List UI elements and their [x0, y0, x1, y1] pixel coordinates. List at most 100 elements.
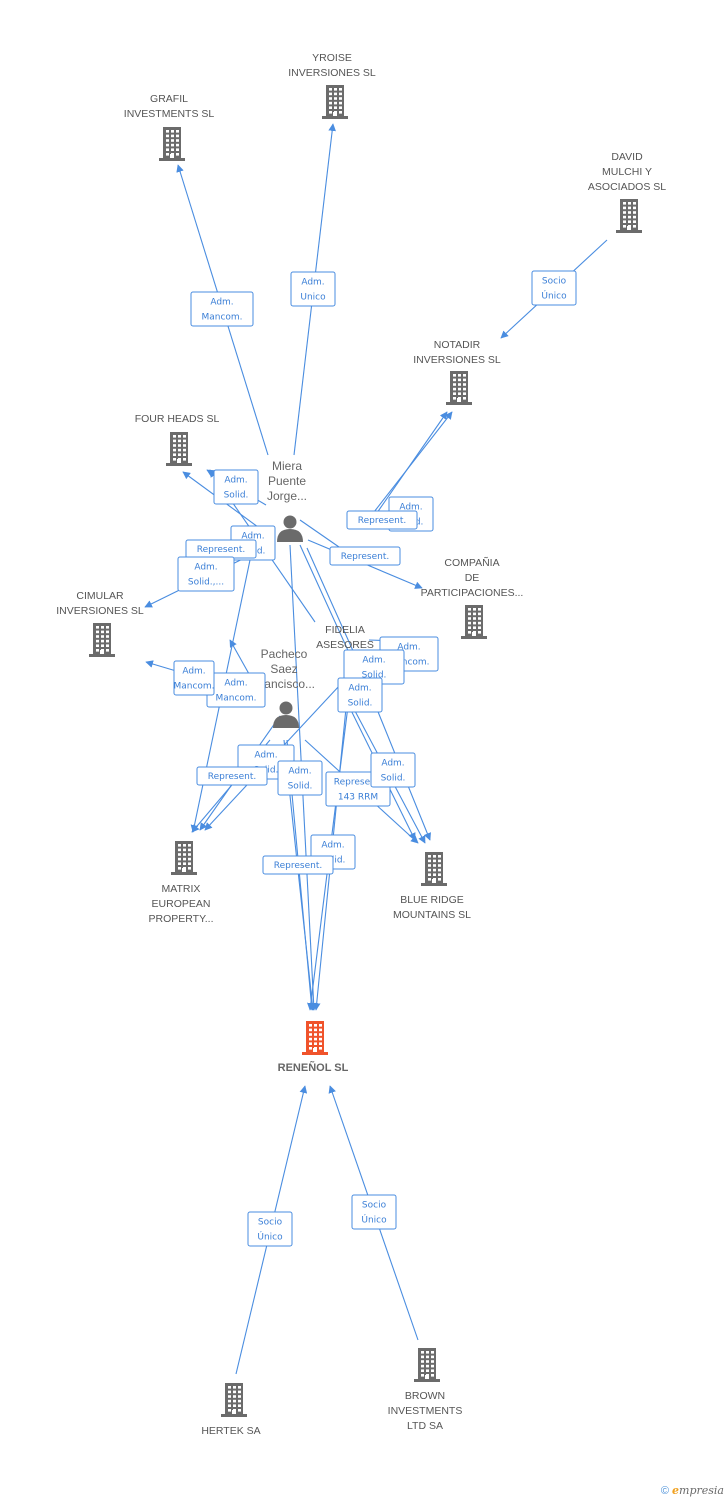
- relation-label-text: 143 RRM: [338, 793, 378, 803]
- relation-label[interactable]: Adm.Solid.: [337, 677, 383, 713]
- node-label: FOUR HEADS SL: [135, 413, 220, 425]
- relation-label-text: Mancom.: [201, 313, 242, 323]
- node-label: NOTADIR: [434, 339, 481, 351]
- node-label: PROPERTY...: [149, 913, 214, 925]
- person-icon: [273, 701, 299, 728]
- relation-label-text: Adm.: [301, 278, 324, 288]
- building-icon: [166, 432, 192, 466]
- node-grafil[interactable]: GRAFIL INVESTMENTS SL: [124, 93, 215, 161]
- node-label: PARTICIPACIONES...: [421, 587, 524, 599]
- relation-edge: [371, 411, 448, 521]
- node-label: Puente: [268, 474, 306, 488]
- brand-logo[interactable]: empresia: [672, 1484, 724, 1497]
- relation-label-text: Solid.: [288, 782, 313, 792]
- node-label: Francisco...: [253, 677, 315, 691]
- relation-label[interactable]: Adm.Solid.: [370, 752, 416, 788]
- building-icon: [322, 85, 348, 119]
- node-label: Pacheco: [261, 647, 308, 661]
- node-hertek[interactable]: HERTEK SA: [201, 1383, 261, 1437]
- relation-label-text: Socio: [258, 1218, 283, 1228]
- relation-label-text: Único: [257, 1231, 283, 1243]
- node-label: EUROPEAN: [152, 898, 211, 910]
- node-label: CIMULAR: [76, 590, 124, 602]
- node-label: ASOCIADOS SL: [588, 181, 666, 193]
- relation-label[interactable]: Adm.Mancom.: [190, 291, 254, 327]
- node-label: GRAFIL: [150, 93, 188, 105]
- relation-label-box: [351, 1194, 397, 1230]
- relation-label-text: Mancom.: [215, 694, 256, 704]
- relation-label-text: Represent.: [274, 861, 322, 871]
- relation-label[interactable]: Represent.: [329, 546, 401, 566]
- relation-label[interactable]: Adm.Solid.: [277, 760, 323, 796]
- node-compania[interactable]: COMPAÑIADEPARTICIPACIONES...: [421, 556, 524, 639]
- relation-label-box: [190, 291, 254, 327]
- node-label: INVERSIONES SL: [56, 605, 144, 617]
- node-label: MOUNTAINS SL: [393, 909, 471, 921]
- relation-label-text: Mancom.: [173, 682, 214, 692]
- building-icon: [421, 852, 447, 886]
- relation-label-box: [173, 660, 215, 696]
- relation-label-box: [370, 752, 416, 788]
- footer-credit: © empresia: [661, 1484, 724, 1497]
- relation-label-box: [247, 1211, 293, 1247]
- node-renenol[interactable]: RENEÑOL SL: [278, 1021, 349, 1074]
- node-miera[interactable]: MieraPuenteJorge...: [267, 459, 307, 542]
- relation-label-text: Único: [541, 290, 567, 302]
- person-icon: [277, 515, 303, 542]
- relation-label-text: Represent.: [208, 772, 256, 782]
- relation-label[interactable]: Represent.: [185, 539, 257, 559]
- node-label: INVESTMENTS SL: [124, 108, 215, 120]
- relation-label-text: Solid.: [362, 671, 387, 681]
- relation-label-text: Represent.: [341, 552, 389, 562]
- relation-label-box: [290, 271, 336, 307]
- relation-label-text: Socio: [542, 277, 567, 287]
- node-cimular[interactable]: CIMULAR INVERSIONES SL: [56, 590, 144, 657]
- building-icon: [159, 127, 185, 161]
- node-label: LTD SA: [407, 1420, 443, 1432]
- relation-label-text: Adm.: [348, 684, 371, 694]
- node-label: DAVID: [611, 151, 643, 163]
- building-icon: [221, 1383, 247, 1417]
- relation-label[interactable]: Represent.: [196, 766, 268, 786]
- relation-label-text: Adm.: [399, 503, 422, 513]
- relation-label[interactable]: Adm.Unico: [290, 271, 336, 307]
- relation-label-box: [329, 546, 401, 566]
- relation-label[interactable]: Adm.Solid.: [213, 469, 259, 505]
- relation-label[interactable]: Adm.Mancom.: [173, 660, 215, 696]
- relation-label-text: Mancom.: [388, 658, 429, 668]
- node-label: YROISE: [312, 52, 352, 64]
- relation-label-box: [213, 469, 259, 505]
- node-label: Miera: [272, 459, 302, 473]
- main-company-icon: [302, 1021, 328, 1055]
- node-blueridge[interactable]: BLUE RIDGE MOUNTAINS SL: [393, 852, 471, 921]
- relation-label-text: Adm.: [381, 759, 404, 769]
- node-fourheads[interactable]: FOUR HEADS SL: [135, 413, 220, 466]
- node-label: FIDELIA: [325, 624, 365, 636]
- relation-label-text: Adm.: [241, 532, 264, 542]
- relation-label[interactable]: Adm.Mancom.: [206, 672, 266, 708]
- relation-label-text: Adm.: [254, 751, 277, 761]
- node-matrix[interactable]: MATRIXEUROPEANPROPERTY...: [149, 841, 214, 925]
- relation-label-text: Adm.: [397, 643, 420, 653]
- node-label: INVESTMENTS: [388, 1405, 463, 1417]
- node-pacheco[interactable]: PachecoSaezFrancisco...: [253, 647, 315, 728]
- relation-label-box: [177, 556, 235, 592]
- relation-label[interactable]: Adm.Solid.,...: [177, 556, 235, 592]
- node-label: Jorge...: [267, 489, 307, 503]
- building-icon: [414, 1348, 440, 1382]
- relation-label[interactable]: Represent.: [262, 855, 334, 875]
- relation-label[interactable]: Represent.: [346, 510, 418, 530]
- node-label: BLUE RIDGE: [400, 894, 464, 906]
- copyright-icon: ©: [660, 1485, 669, 1497]
- node-label: RENEÑOL SL: [278, 1061, 349, 1074]
- relation-label-text: Adm.: [362, 656, 385, 666]
